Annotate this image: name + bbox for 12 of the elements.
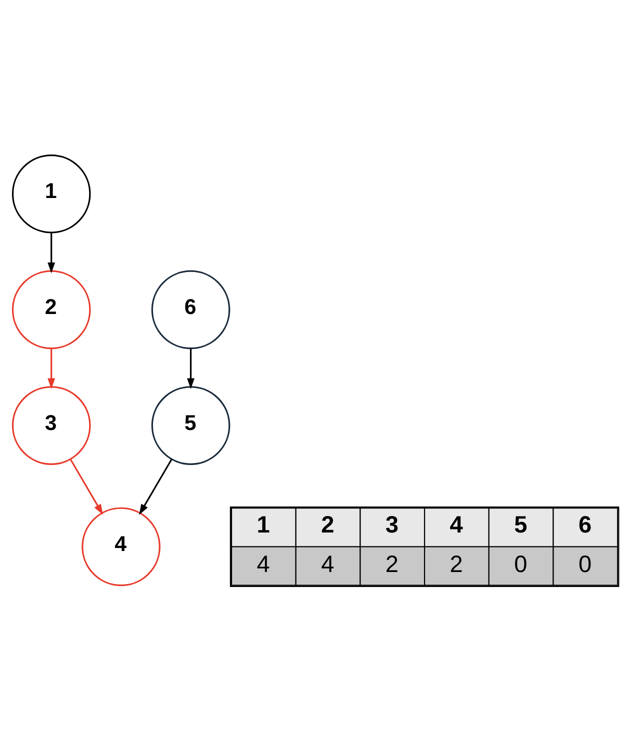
label: 3 (385, 511, 399, 538)
label: 4 (256, 551, 270, 578)
label: 0 (514, 551, 528, 578)
label: 2 (385, 551, 399, 578)
label: 1 (256, 511, 270, 538)
label: 0 (578, 551, 592, 578)
label: 4 (450, 511, 463, 538)
label: 5 (514, 511, 528, 538)
label: 2 (321, 511, 334, 538)
label: 2 (450, 551, 463, 578)
label: 4 (321, 551, 334, 578)
label: 6 (578, 511, 592, 538)
